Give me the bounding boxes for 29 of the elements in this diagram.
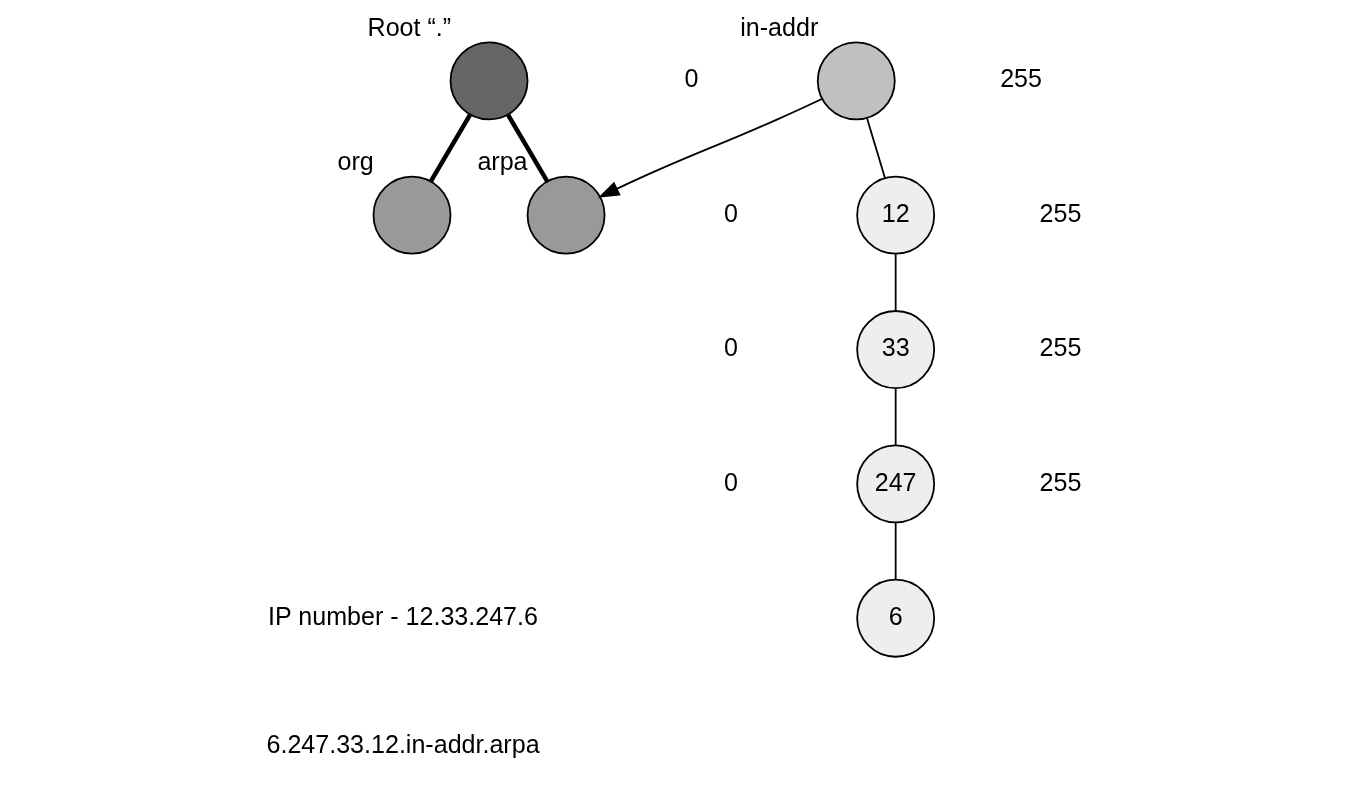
label: IP number - 12.33.247.6 bbox=[268, 601, 538, 630]
connector bbox=[894, 253, 897, 312]
connector bbox=[428, 113, 472, 183]
connector bbox=[894, 521, 897, 581]
arrow bbox=[598, 98, 823, 198]
node-label: org bbox=[337, 146, 374, 175]
label: 255 bbox=[1039, 333, 1082, 362]
node-label: arpa bbox=[477, 146, 528, 175]
label: 6.247.33.12.in-addr.arpa bbox=[266, 729, 540, 758]
node-circle bbox=[449, 41, 529, 121]
node-circle bbox=[816, 41, 896, 121]
node-circle: 33 bbox=[856, 310, 936, 389]
connector bbox=[894, 387, 897, 447]
label: 0 bbox=[723, 467, 738, 496]
node-circle: 12 bbox=[856, 175, 936, 255]
node-circle bbox=[372, 175, 452, 255]
node-circle: 6 bbox=[856, 578, 936, 658]
node-label: Root “.” bbox=[367, 12, 452, 41]
connector bbox=[866, 117, 886, 180]
node-circle: 247 bbox=[856, 444, 936, 524]
connector bbox=[506, 113, 550, 183]
label: 255 bbox=[1000, 64, 1042, 93]
node-label: in-addr bbox=[740, 12, 819, 41]
label: 255 bbox=[1039, 467, 1082, 496]
label: 0 bbox=[684, 64, 699, 93]
label: 0 bbox=[723, 198, 738, 227]
node-circle bbox=[526, 175, 606, 255]
label: 255 bbox=[1039, 198, 1082, 227]
label: 0 bbox=[723, 333, 738, 362]
